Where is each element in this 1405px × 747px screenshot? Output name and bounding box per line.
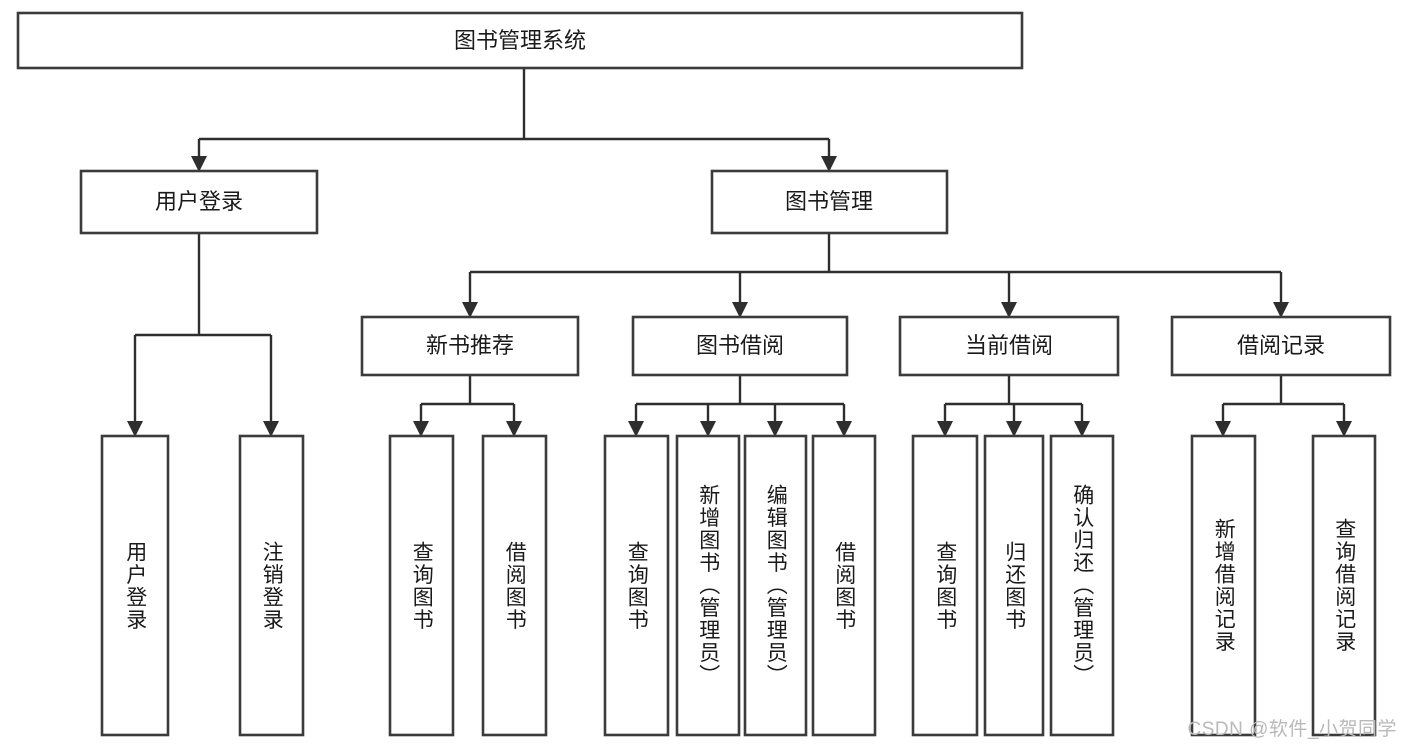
connector-user-login-to-leaves xyxy=(127,233,279,437)
node-label: 图书管理系统 xyxy=(454,28,586,53)
arrow-head-icon xyxy=(1006,421,1022,437)
node-borrow-record[interactable]: 借阅记录 xyxy=(1170,315,1392,377)
node-box[interactable] xyxy=(898,315,1120,377)
connector-bookmgmt-to-level2 xyxy=(462,233,1289,318)
node-box[interactable] xyxy=(16,11,1024,70)
node-root[interactable]: 图书管理系统 xyxy=(16,11,1024,70)
leaf-boxes xyxy=(100,434,1377,737)
node-book-management[interactable]: 图书管理 xyxy=(710,169,949,235)
arrow-head-icon xyxy=(937,421,953,437)
node-box-leaf-confirm-return[interactable] xyxy=(1049,434,1115,737)
node-box-leaf-query-book-recommend[interactable] xyxy=(388,434,455,737)
node-box-leaf-add-borrow-record[interactable] xyxy=(1190,434,1257,737)
node-box-leaf-borrow-book[interactable] xyxy=(811,434,877,737)
node-book-borrow[interactable]: 图书借阅 xyxy=(631,315,849,377)
node-box[interactable] xyxy=(79,169,319,235)
arrow-head-icon xyxy=(836,421,852,437)
node-label: 借阅记录 xyxy=(1237,333,1325,358)
arrow-head-icon xyxy=(732,302,748,318)
arrow-head-icon xyxy=(700,421,716,437)
node-box-leaf-edit-book[interactable] xyxy=(743,434,808,737)
node-box-leaf-query-borrow-record[interactable] xyxy=(1311,434,1377,737)
node-label: 新书推荐 xyxy=(426,333,514,358)
node-box[interactable] xyxy=(710,169,949,235)
connector-record-to-leaves xyxy=(1215,375,1352,437)
node-box[interactable] xyxy=(360,315,580,377)
arrow-head-icon xyxy=(506,421,522,437)
connector-recommend-to-leaves xyxy=(413,375,522,437)
arrow-head-icon xyxy=(127,421,143,437)
arrow-head-icon xyxy=(767,421,783,437)
node-box[interactable] xyxy=(1170,315,1392,377)
arrow-head-icon xyxy=(1001,302,1017,318)
arrow-head-icon xyxy=(1273,302,1289,318)
arrow-head-icon xyxy=(628,421,644,437)
node-box-leaf-user-login[interactable] xyxy=(100,434,170,737)
watermark-text: CSDN @软件_小贺同学 xyxy=(1187,719,1397,740)
node-label: 图书管理 xyxy=(785,189,873,214)
node-box[interactable] xyxy=(631,315,849,377)
arrow-head-icon xyxy=(263,421,279,437)
arrow-head-icon xyxy=(1336,421,1352,437)
node-box-leaf-logout[interactable] xyxy=(238,434,305,737)
node-box-leaf-query-book-current[interactable] xyxy=(911,434,979,737)
arrow-head-icon xyxy=(413,421,429,437)
arrow-head-icon xyxy=(1215,421,1231,437)
node-new-book-recommend[interactable]: 新书推荐 xyxy=(360,315,580,377)
node-box-leaf-add-book[interactable] xyxy=(675,434,741,737)
node-box-leaf-borrow-book-recommend[interactable] xyxy=(481,434,548,737)
node-box-leaf-return-book[interactable] xyxy=(983,434,1045,737)
node-label: 用户登录 xyxy=(155,189,243,214)
arrow-head-icon xyxy=(1074,421,1090,437)
node-label: 图书借阅 xyxy=(696,333,784,358)
connector-current-to-leaves xyxy=(937,375,1090,437)
arrow-head-icon xyxy=(191,156,207,172)
arrow-head-icon xyxy=(462,302,478,318)
connector-borrow-to-leaves xyxy=(628,375,852,437)
node-label: 当前借阅 xyxy=(965,333,1053,358)
node-user-login[interactable]: 用户登录 xyxy=(79,169,319,235)
node-box-leaf-query-book-borrow[interactable] xyxy=(603,434,670,737)
connector-root-to-level1 xyxy=(191,68,837,172)
arrow-head-icon xyxy=(821,156,837,172)
node-current-borrow[interactable]: 当前借阅 xyxy=(898,315,1120,377)
